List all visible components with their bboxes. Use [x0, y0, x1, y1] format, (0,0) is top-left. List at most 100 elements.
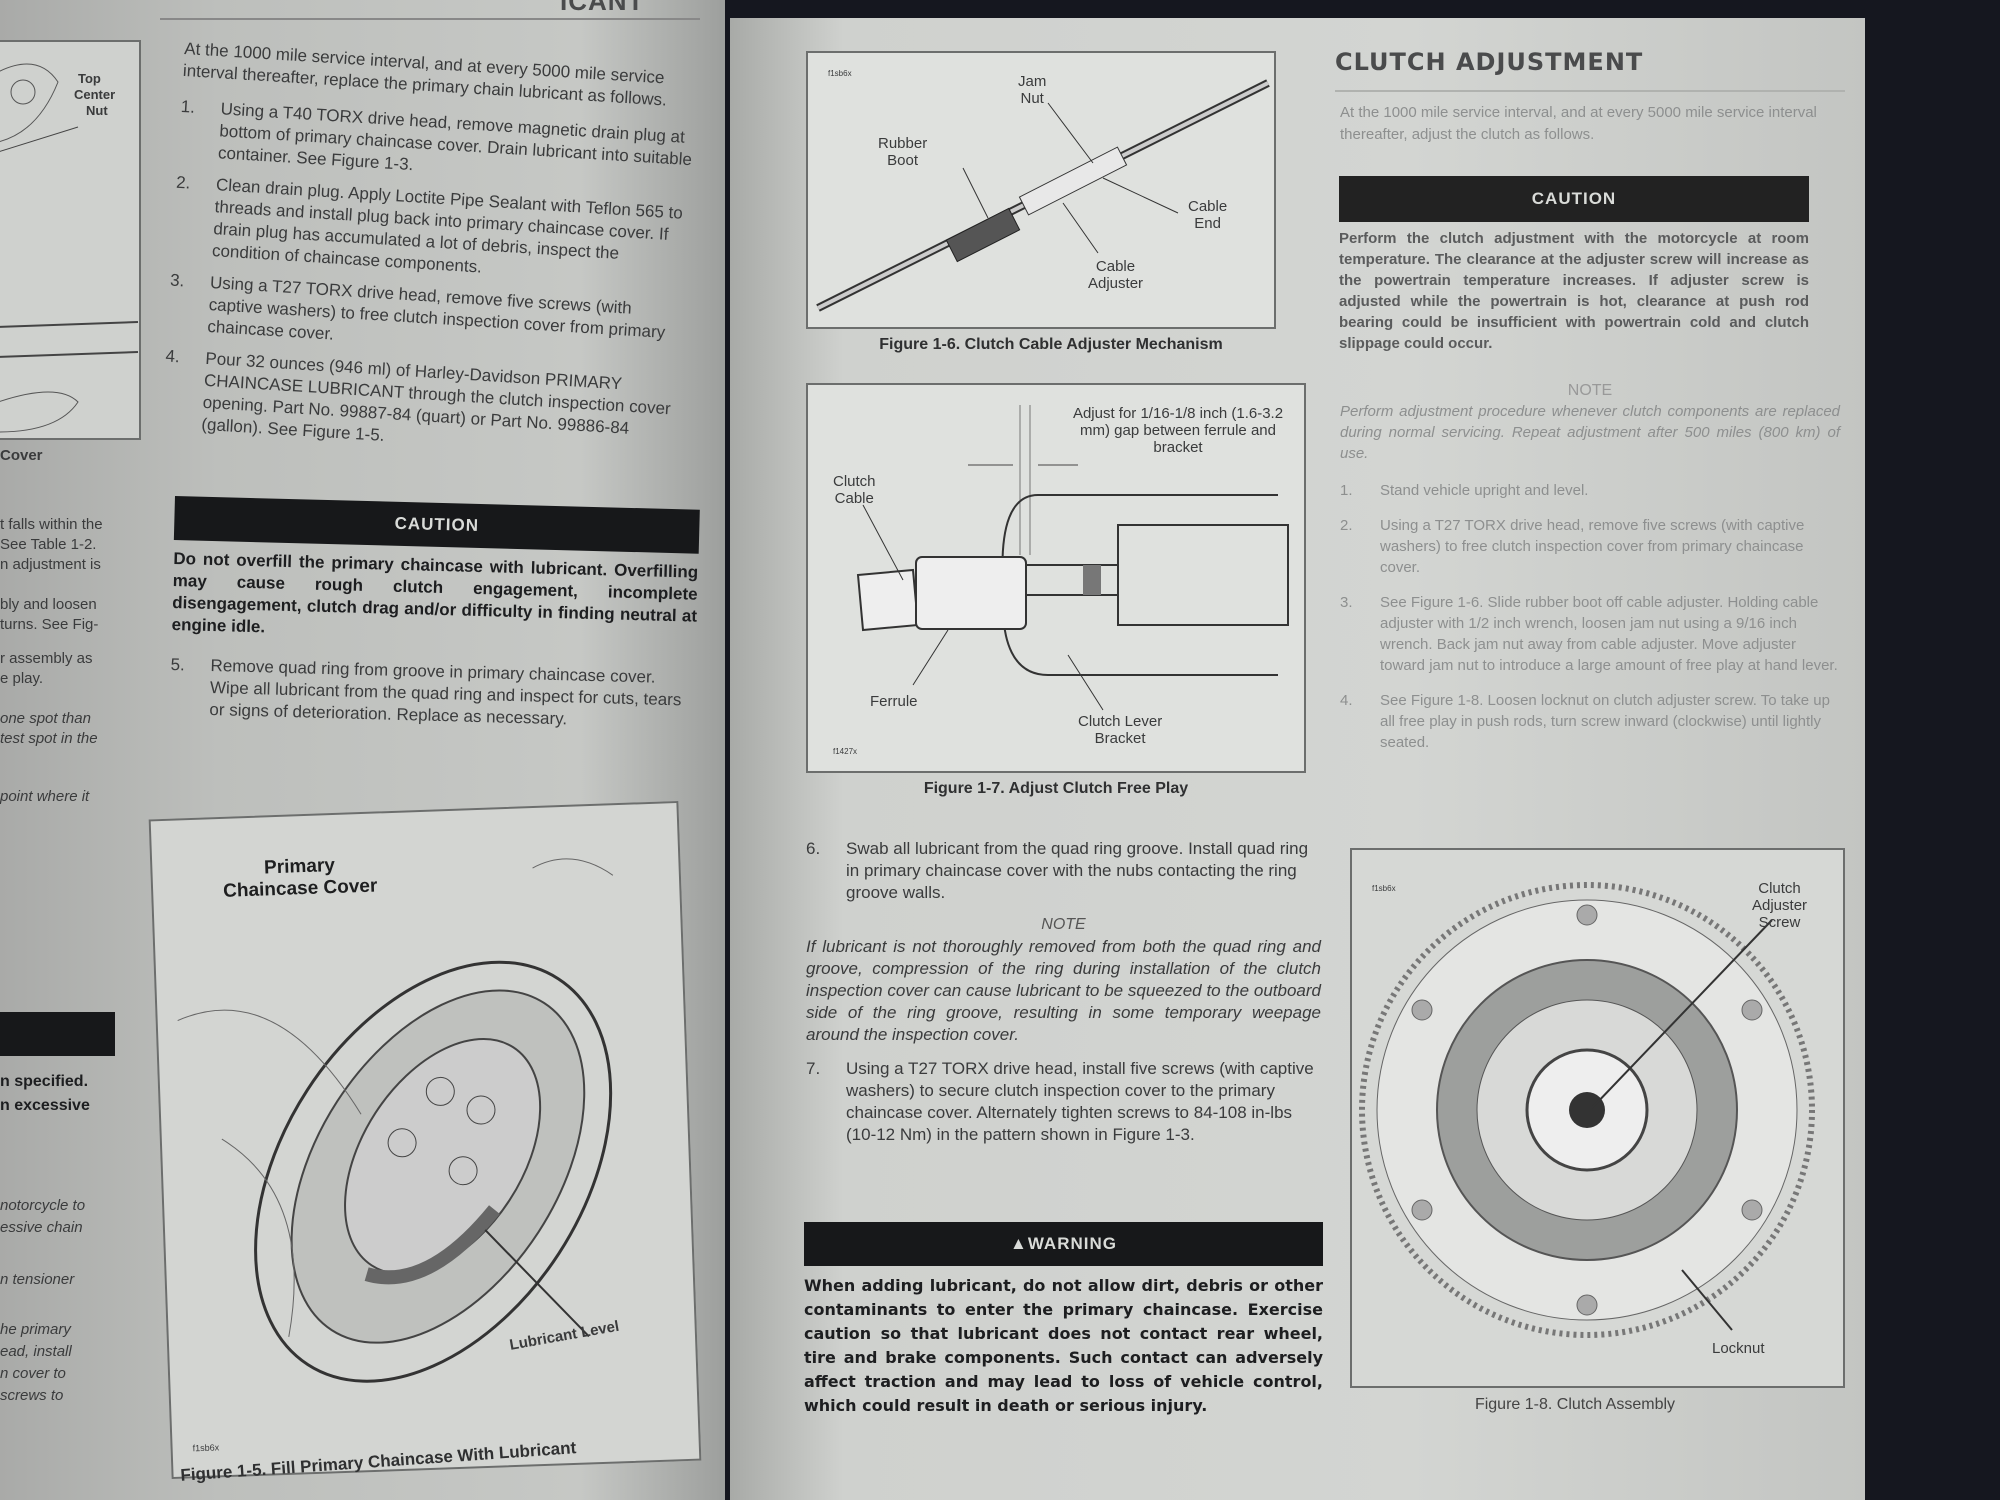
section-title: CLUTCH ADJUSTMENT [1335, 48, 1644, 76]
step-number: 6. [806, 839, 821, 858]
figure-code: f1sb6x [192, 1442, 220, 1454]
step-number: 2. [1340, 517, 1353, 534]
step-number: 1. [180, 96, 196, 117]
warning-triangle-icon: ▲ [1010, 1234, 1028, 1253]
figure-code: f1sb6x [828, 69, 852, 78]
fragment: test spot in the [0, 730, 98, 747]
step-number: 7. [806, 1059, 821, 1078]
chaincase-drawing [177, 858, 614, 1383]
fragment: bly and loosen [0, 596, 97, 613]
step-item: 1. Stand vehicle upright and level. [1340, 480, 1840, 501]
fragment: n cover to [0, 1365, 66, 1382]
fragment: n excessive [0, 1097, 90, 1114]
rubber-boot-label: Rubber Boot [878, 135, 928, 169]
edge-fragments-c: notorcycle to essive chain n tensioner h… [0, 1195, 85, 1407]
warning-label: WARNING [1027, 1234, 1117, 1253]
partial-figure: Top Center Nut [0, 40, 141, 440]
caution-block: CAUTION Perform the clutch adjustment wi… [1339, 176, 1809, 354]
step-text: Using a T27 TORX drive head, remove five… [1380, 517, 1805, 576]
figure-code: f1427x [833, 747, 858, 756]
ferrule-label: Ferrule [870, 693, 918, 710]
figure-1-8-caption: Figure 1-8. Clutch Assembly [1474, 1396, 1676, 1413]
note-heading: NOTE [1567, 382, 1613, 399]
label-top: Top [78, 71, 101, 86]
caution-text: Do not overfill the primary chaincase wi… [171, 548, 699, 637]
fragment: t falls within the [0, 516, 103, 533]
figure-1-5: Primary Chaincase Cover Lubricant Level … [148, 800, 702, 1480]
step-item: 2. Using a T27 TORX drive head, remove fi… [1340, 515, 1840, 578]
figure-1-8: Clutch Adjuster Screw Locknut f1sb6x [1350, 848, 1845, 1388]
fragment: ead, install [0, 1343, 72, 1360]
warning-bar: ▲WARNING [804, 1222, 1323, 1266]
fragment: See Table 1-2. [0, 536, 97, 553]
fragment: Cover [0, 447, 43, 464]
adjust-gap-label: Adjust for 1/16-1/8 inch (1.6-3.2 mm) ga… [1072, 405, 1284, 456]
step-number: 3. [1340, 594, 1353, 611]
note-heading: NOTE [1041, 916, 1086, 933]
step-number: 1. [1340, 482, 1353, 499]
fragment: turns. See Fig- [0, 616, 99, 633]
caution-bar: CAUTION [173, 496, 700, 554]
step-item: 2. Clean drain plug. Apply Loctite Pipe S… [171, 172, 690, 291]
edge-fragments-b: n specified. n excessive [0, 1070, 90, 1118]
step-item: 4. Pour 32 ounces (946 ml) of Harley-Davi… [161, 345, 680, 464]
step-item: 7.Using a T27 TORX drive head, install f… [806, 1058, 1321, 1146]
fragment: essive chain [0, 1219, 83, 1236]
note-text: Perform adjustment procedure whenever cl… [1340, 403, 1840, 462]
step-item: 3. See Figure 1-6. Slide rubber boot off … [1340, 592, 1840, 676]
figure-1-7: Adjust for 1/16-1/8 inch (1.6-3.2 mm) ga… [806, 383, 1306, 773]
caution-text: Perform the clutch adjustment with the m… [1339, 230, 1809, 352]
partial-figure-drawing [0, 63, 139, 433]
right-page: Jam Nut Rubber Boot Cable End Cable Adju… [730, 18, 1865, 1500]
steps-list: 1.Using a T40 TORX drive head, remove ma… [161, 96, 696, 465]
clutch-assembly-drawing [1359, 882, 1815, 1338]
caution-bar: CAUTION [1339, 176, 1809, 222]
figure-code: f1sb6x [1372, 884, 1396, 893]
edge-fragments-a: t falls within the See Table 1-2. n adju… [0, 515, 140, 807]
step-number: 5. [170, 654, 186, 675]
step-text: Stand vehicle upright and level. [1380, 482, 1589, 499]
locknut-label: Locknut [1712, 1340, 1765, 1357]
warning-text: When adding lubricant, do not allow dirt… [804, 1276, 1323, 1415]
step-item: 6. Swab all lubricant from the quad ring … [806, 838, 1321, 904]
fragment: e play. [0, 670, 44, 687]
step-item: 4.See Figure 1-8. Loosen locknut on clut… [1340, 690, 1840, 753]
label-center: Center [74, 87, 116, 102]
cable-end-label: Cable End [1188, 198, 1228, 232]
label-nut: Nut [86, 103, 108, 118]
caution-block: CAUTION Do not overfill the primary chai… [169, 496, 700, 744]
step-text: Swab all lubricant from the quad ring gr… [846, 839, 1309, 902]
clutch-lever-bracket-label: Clutch Lever Bracket [1078, 713, 1163, 747]
jam-nut-label: Jam Nut [1018, 73, 1047, 107]
right-column-body: NOTE Perform adjustment procedure whenev… [1340, 380, 1840, 763]
fragment: n adjustment is [0, 556, 101, 573]
free-play-drawing [856, 405, 1289, 711]
step-number: 2. [175, 172, 191, 193]
fragment: he primary [0, 1321, 71, 1338]
clutch-cable-label: Clutch Cable [833, 473, 876, 507]
left-main-column: At the 1000 mile service interval, and a… [160, 38, 699, 475]
fragment: screws to [0, 1387, 64, 1404]
section-heading-fragment: ICANT [560, 0, 645, 16]
left-page: ICANT Top Center Nut Cover t falls withi… [0, 0, 725, 1500]
figure-1-6-caption: Figure 1-6. Clutch Cable Adjuster Mechan… [879, 336, 1223, 353]
cable-adjuster-label: Cable Adjuster [1088, 258, 1144, 292]
step-number: 4. [164, 346, 181, 367]
fragment: one spot than [0, 710, 91, 727]
step-text: See Figure 1-6. Slide rubber boot off ca… [1380, 594, 1838, 674]
fragment: r assembly as [0, 650, 93, 667]
step-number: 3. [169, 270, 185, 291]
fragment: n specified. [0, 1073, 89, 1090]
step-text: Pour 32 ounces (946 ml) of Harley-Davids… [200, 348, 672, 445]
step-text: Clean drain plug. Apply Loctite Pipe Sea… [211, 175, 684, 277]
figure-1-7-caption: Figure 1-7. Adjust Clutch Free Play [923, 780, 1189, 797]
step-text: Remove quad ring from groove in primary … [209, 655, 682, 729]
left-column-body: 6. Swab all lubricant from the quad ring … [806, 838, 1321, 1156]
cable-adjuster-drawing [816, 79, 1270, 312]
clutch-adjuster-screw-label: Clutch Adjuster Screw [1752, 880, 1808, 931]
step-number: 4. [1340, 692, 1353, 709]
fragment: notorcycle to [0, 1197, 86, 1214]
section-intro: At the 1000 mile service interval, and a… [1340, 104, 1817, 143]
warning-block: ▲WARNING When adding lubricant, do not a… [804, 1222, 1323, 1418]
figure-1-6: Jam Nut Rubber Boot Cable End Cable Adju… [806, 51, 1276, 329]
